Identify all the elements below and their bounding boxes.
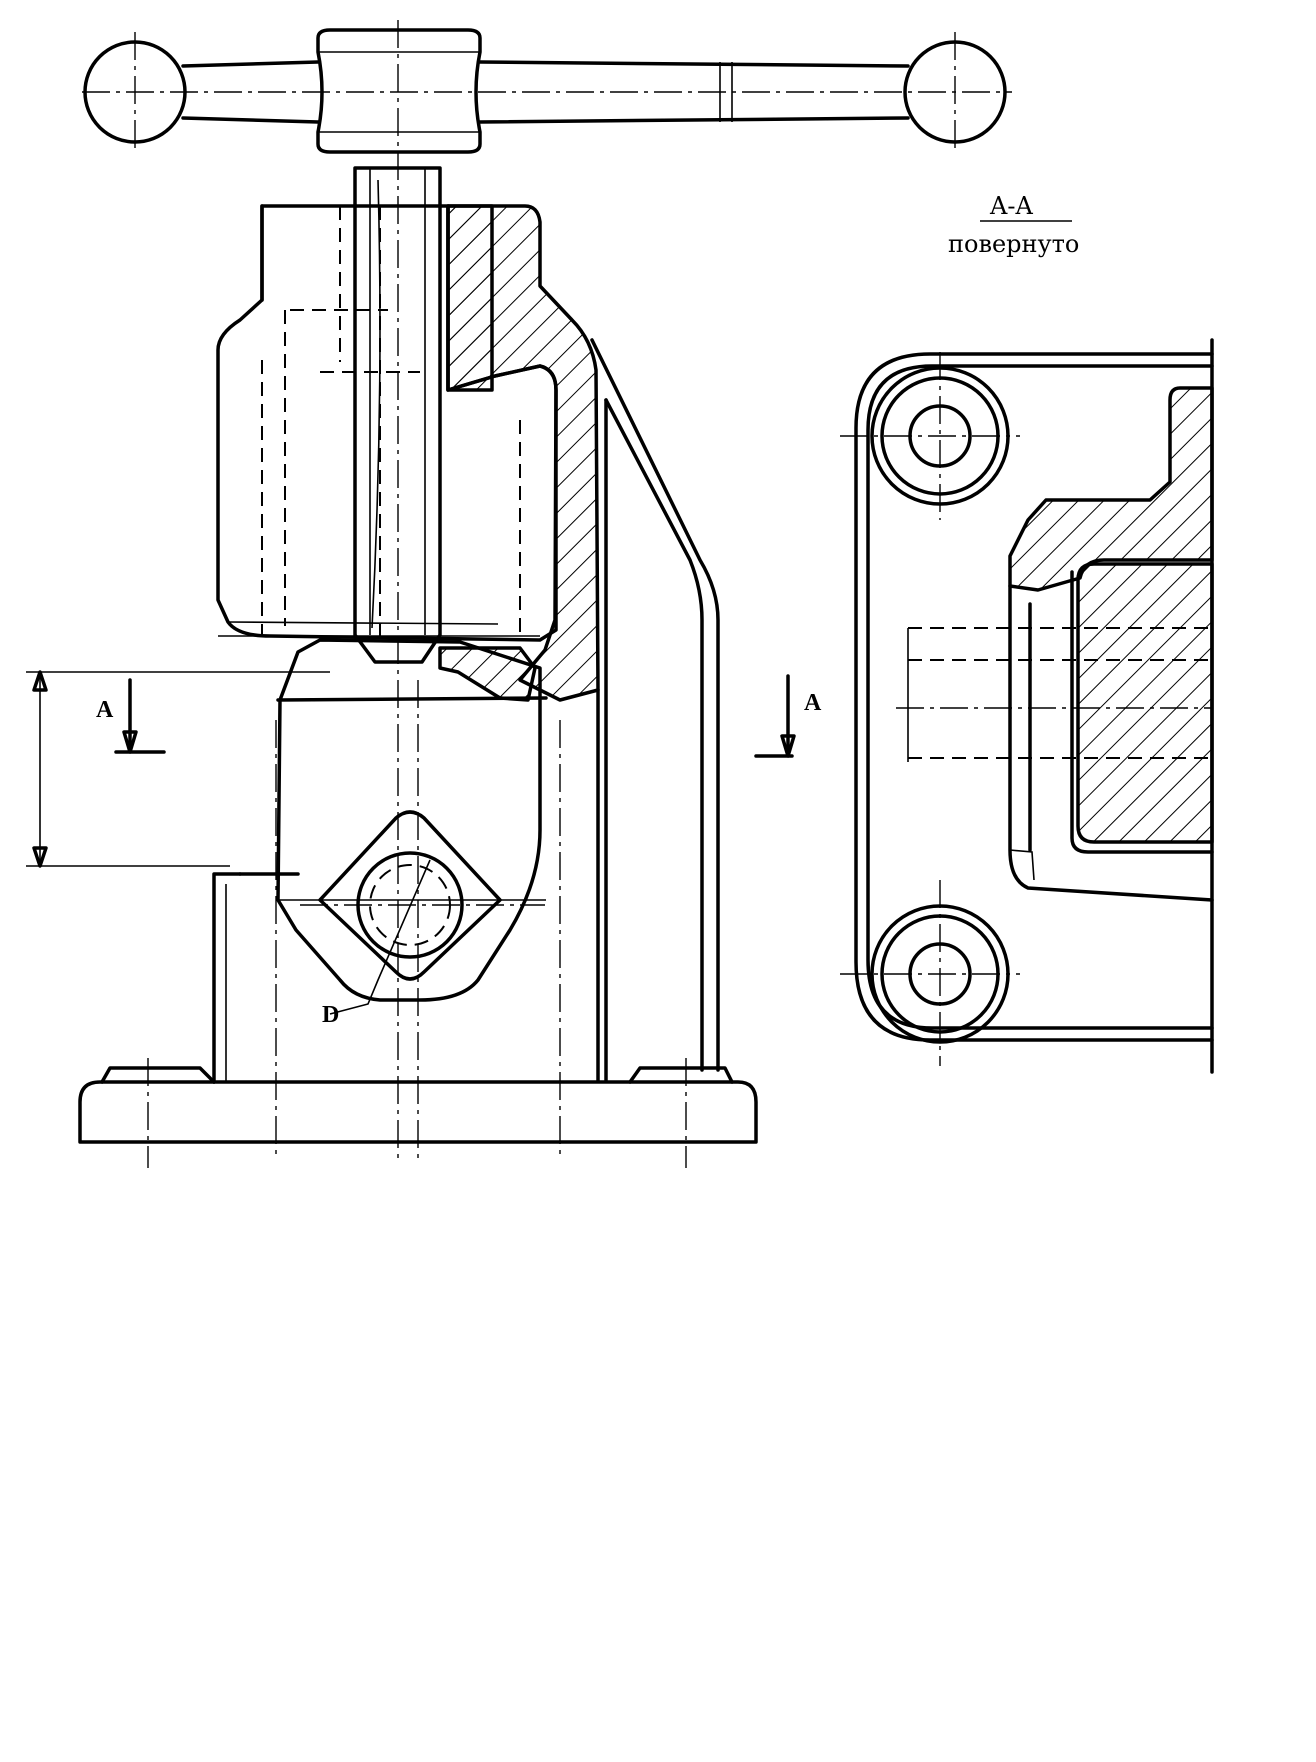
housing-section: [438, 204, 600, 702]
section-view-aa: A-A повернуто: [840, 192, 1214, 1074]
detail-label-d: D: [322, 1002, 339, 1028]
section-title: A-A: [989, 192, 1033, 220]
cut-label-right: A: [804, 690, 822, 716]
main-view: A A D: [26, 20, 1012, 1168]
dimension-d: [26, 670, 330, 868]
base: [78, 872, 758, 1144]
hidden-lines-upper: [261, 206, 521, 640]
section-cut-marks: [114, 674, 796, 758]
frame-arm: [590, 338, 720, 1082]
t-handle: [82, 28, 1012, 154]
center-lines: [147, 20, 687, 1168]
section-note: повернуто: [948, 230, 1079, 258]
cut-label-left: A: [96, 697, 114, 723]
